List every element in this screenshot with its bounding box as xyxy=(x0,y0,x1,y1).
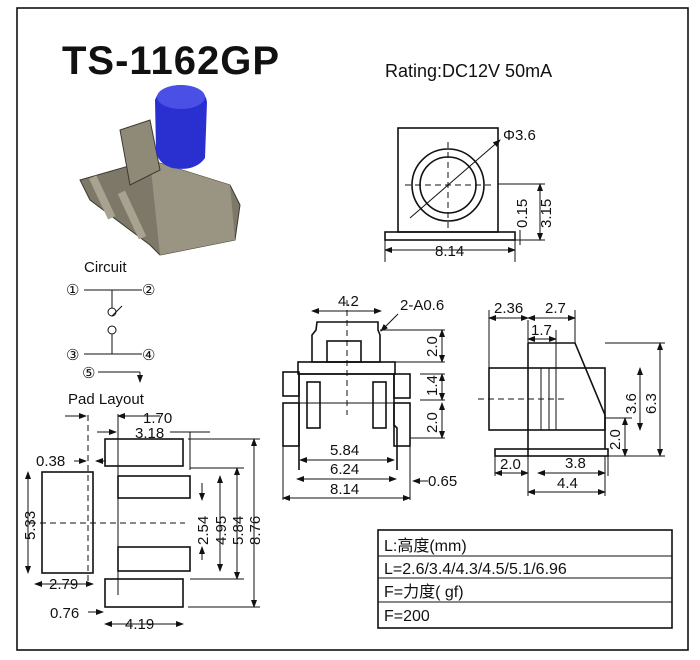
dim-label: 0.15 xyxy=(514,199,531,228)
rating-text: Rating:DC12V 50mA xyxy=(385,61,552,81)
dim-label: 5.33 xyxy=(22,511,39,540)
dim-label: 2-A0.6 xyxy=(400,297,444,314)
dim-label: 8.14 xyxy=(330,481,359,498)
side-view: 2.36 2.7 1.7 3.6 6.3 2.0 2.0 3.8 4.4 xyxy=(478,300,665,496)
spec-row: F=力度( gf) xyxy=(384,583,464,601)
dim-label: 1.7 xyxy=(531,322,552,339)
pad-layout-label: Pad Layout xyxy=(68,391,145,408)
top-view: Φ3.6 0.15 3.15 8.14 xyxy=(384,127,555,262)
dim-label: 3.8 xyxy=(565,455,586,472)
dim-label: 5.84 xyxy=(230,516,247,545)
page-border xyxy=(16,7,689,651)
dim-label: 1.4 xyxy=(424,375,441,396)
dim-label: 5.84 xyxy=(330,442,359,459)
dim-label: 3.15 xyxy=(538,199,555,228)
dim-label: 2.54 xyxy=(195,516,212,545)
pin-3: ③ xyxy=(66,347,79,364)
dim-label: 4.95 xyxy=(213,516,230,545)
dim-label: 2.7 xyxy=(545,300,566,317)
dim-label: 8.76 xyxy=(247,516,264,545)
dim-diameter: Φ3.6 xyxy=(503,127,536,144)
dim-label: 6.24 xyxy=(330,461,359,478)
dim-label: 2.0 xyxy=(424,336,441,357)
dim-label: 6.3 xyxy=(643,393,660,414)
dim-label: 2.79 xyxy=(49,576,78,593)
dim-label: 4.4 xyxy=(557,475,578,492)
dim-label: 0.76 xyxy=(50,605,79,622)
dim-label: 0.38 xyxy=(36,453,65,470)
pin-5: ⑤ xyxy=(82,365,95,382)
dim-label: 2.0 xyxy=(607,429,624,450)
spec-row: L=2.6/3.4/4.3/4.5/5.1/6.96 xyxy=(384,561,567,578)
spec-table: L:高度(mm) L=2.6/3.4/4.3/4.5/5.1/6.96 F=力度… xyxy=(377,529,673,629)
pin-4: ④ xyxy=(142,347,155,364)
dim-label: 8.14 xyxy=(435,243,464,260)
dim-label: 2.0 xyxy=(424,412,441,433)
dim-label: 4.2 xyxy=(338,293,359,310)
dim-label: 2.36 xyxy=(494,300,523,317)
spec-row: L:高度(mm) xyxy=(384,537,467,555)
front-view: 4.2 2-A0.6 2.0 1.4 2.0 5.84 6.24 8.14 0.… xyxy=(282,293,457,501)
spec-row: F=200 xyxy=(384,608,430,625)
circuit-diagram: Circuit ① ② ③ ④ ⑤ xyxy=(66,259,155,383)
dim-label: 3.18 xyxy=(135,425,164,442)
pin-1: ① xyxy=(66,282,79,299)
dim-label: 3.6 xyxy=(623,393,640,414)
product-title: TS-1162GP xyxy=(62,39,280,83)
dim-label: 1.70 xyxy=(143,410,172,427)
pad-layout: Pad Layout 1.70 3.18 0.38 5.33 2.54 4.95… xyxy=(22,391,264,633)
circuit-label: Circuit xyxy=(84,259,127,276)
dim-label: 2.0 xyxy=(500,456,521,473)
dim-label: 0.65 xyxy=(428,473,457,490)
pin-2: ② xyxy=(142,282,155,299)
dim-label: 4.19 xyxy=(125,616,154,633)
product-photo xyxy=(79,85,241,256)
